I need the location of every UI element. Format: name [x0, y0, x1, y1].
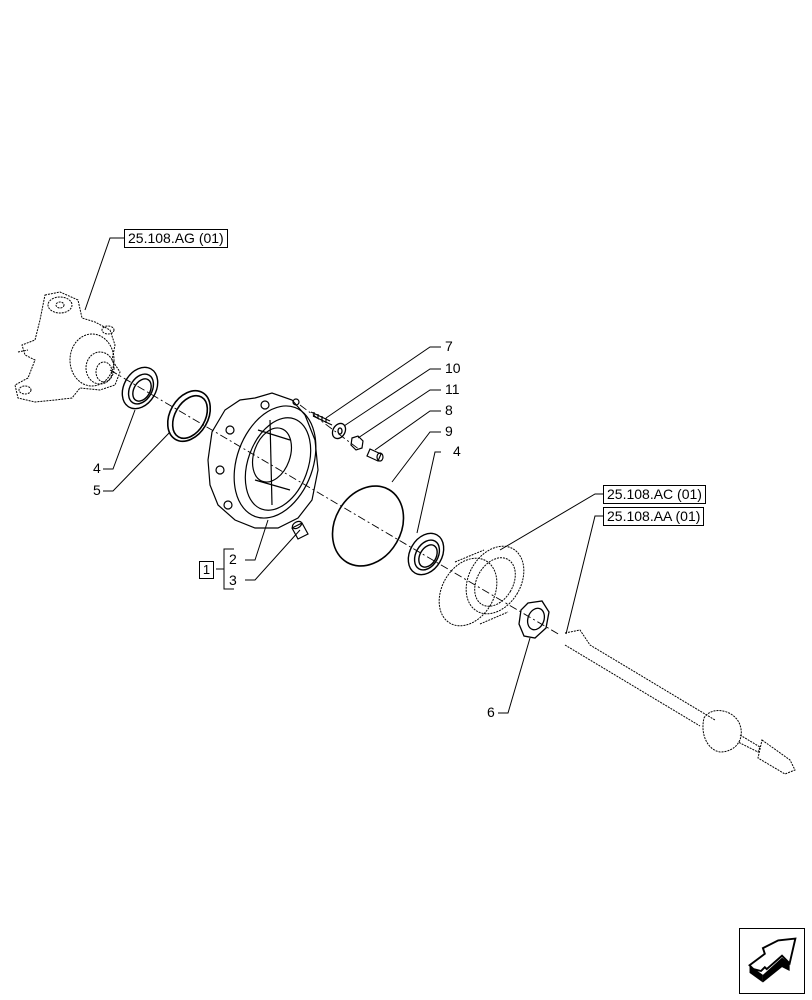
seal-4-right-part: [407, 532, 445, 576]
callout-8: 8: [445, 402, 453, 418]
center-axis-line: [109, 369, 561, 636]
arrow-next-page-icon: [748, 937, 797, 983]
callout-6: 6: [487, 704, 495, 720]
ring-gear-part: [438, 545, 525, 627]
axle-shaft-part: [564, 629, 796, 775]
next-page-button[interactable]: [739, 928, 805, 994]
callout-11: 11: [445, 381, 460, 397]
callout-5: 5: [93, 482, 101, 498]
reference-link-25-108-ag[interactable]: 25.108.AG (01): [124, 229, 228, 248]
ring-5-part: [166, 389, 212, 443]
steering-knuckle-part: [14, 291, 121, 403]
callout-7: 7: [445, 338, 453, 354]
leader-lines: [84, 237, 604, 714]
callout-3: 3: [229, 572, 237, 588]
washer-10-part: [331, 422, 347, 440]
pin-8-part: [366, 448, 384, 462]
seal-4-left-part: [121, 366, 159, 410]
callout-4-left: 4: [93, 460, 101, 476]
callout-4-right: 4: [453, 443, 461, 459]
stud-7-part: [310, 411, 333, 426]
o-ring-9-part: [331, 485, 405, 567]
nut-11-part: [350, 435, 364, 451]
pin-3-part: [291, 520, 309, 540]
callout-10: 10: [445, 360, 461, 376]
callout-9: 9: [445, 423, 453, 439]
hub-housing-part: [207, 392, 319, 529]
reference-link-25-108-aa[interactable]: 25.108.AA (01): [603, 507, 705, 526]
callout-2: 2: [229, 551, 237, 567]
kit-box-1: 1: [199, 561, 214, 579]
nut-6-part: [518, 600, 550, 639]
reference-link-25-108-ac[interactable]: 25.108.AC (01): [603, 485, 706, 504]
